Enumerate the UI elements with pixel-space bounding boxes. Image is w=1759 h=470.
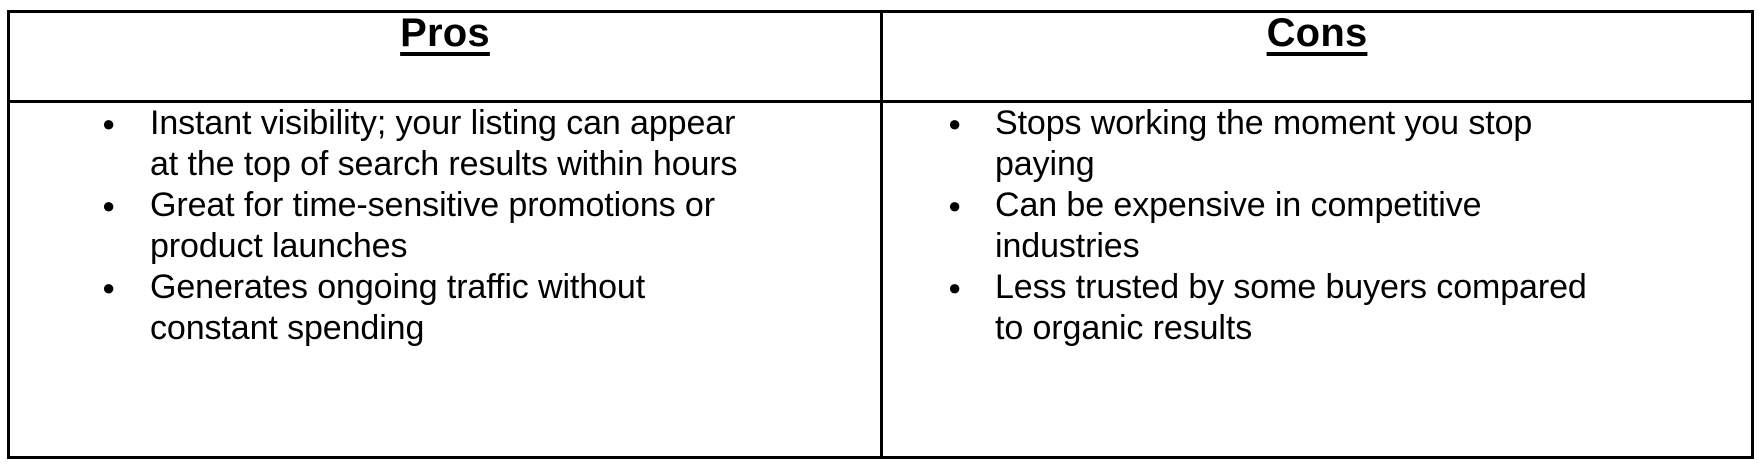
list-item: ● Can be expensive in competitive indust… [883,185,1751,267]
list-item-text: Great for time-sensitive promotions or p… [150,186,715,265]
list-item: ● Generates ongoing traffic without cons… [10,267,880,349]
list-item-text: Generates ongoing traffic without consta… [150,268,646,347]
list-item: ● Less trusted by some buyers compared t… [883,267,1751,349]
bullet-icon: ● [102,275,116,300]
list-item: ● Stops working the moment you stop payi… [883,103,1751,185]
pros-bullet-list: ● Instant visibility; your listing can a… [10,103,880,349]
bullet-icon: ● [102,111,116,136]
bullet-icon: ● [102,193,116,218]
bullet-icon: ● [948,111,962,136]
list-item: ● Great for time-sensitive promotions or… [10,185,880,267]
pros-cons-table: Pros Cons ● Instant visibility; your lis… [7,10,1754,459]
bullet-icon: ● [948,275,962,300]
column-body-pros: ● Instant visibility; your listing can a… [7,100,883,459]
column-body-cons: ● Stops working the moment you stop payi… [880,100,1754,459]
list-item-text: Stops working the moment you stop paying [995,104,1533,183]
list-item-text: Less trusted by some buyers compared to … [995,268,1587,347]
column-header-pros-label: Pros [400,11,490,55]
list-item-text: Can be expensive in competitive industri… [995,186,1482,265]
column-header-cons: Cons [880,10,1754,103]
column-header-cons-label: Cons [1266,11,1368,55]
list-item-text: Instant visibility; your listing can app… [150,104,738,183]
list-item: ● Instant visibility; your listing can a… [10,103,880,185]
table-body-row: ● Instant visibility; your listing can a… [7,100,1754,459]
bullet-icon: ● [948,193,962,218]
cons-bullet-list: ● Stops working the moment you stop payi… [883,103,1751,349]
column-header-pros: Pros [7,10,883,103]
table-header-row: Pros Cons [7,10,1754,103]
